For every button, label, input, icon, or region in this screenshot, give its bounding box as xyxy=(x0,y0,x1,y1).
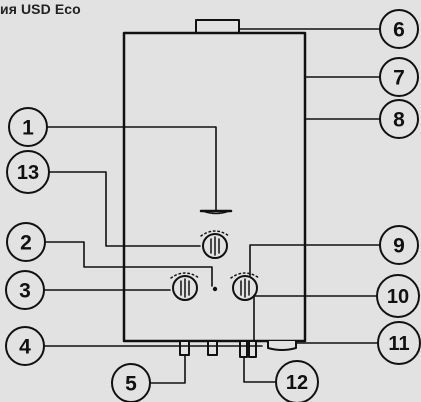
leader-13 xyxy=(48,171,201,247)
callout-9-label: 9 xyxy=(393,235,405,258)
callout-1-label: 1 xyxy=(22,117,34,140)
leader-10 xyxy=(253,295,381,342)
callout-4-circle xyxy=(5,326,45,366)
leader-12 xyxy=(243,356,279,383)
callout-11-circle xyxy=(377,321,421,365)
leader-1 xyxy=(46,126,217,212)
callout-12-circle xyxy=(275,360,319,402)
leader-2 xyxy=(44,241,213,287)
callout-6-circle xyxy=(379,9,419,49)
callout-4-label: 4 xyxy=(19,336,31,359)
callout-10-label: 10 xyxy=(387,286,409,308)
callout-11-label: 11 xyxy=(388,333,409,355)
callout-circles xyxy=(5,9,421,402)
callout-8-circle xyxy=(379,99,419,139)
callout-13-circle xyxy=(6,150,50,194)
callout-2-circle xyxy=(6,222,46,262)
callout-1-circle xyxy=(8,107,48,147)
callout-7-label: 7 xyxy=(393,67,405,90)
knob-13 xyxy=(200,230,230,259)
leader-lines xyxy=(43,28,381,384)
callout-8-label: 8 xyxy=(393,109,405,132)
heater-body xyxy=(122,31,307,343)
callout-7-circle xyxy=(379,57,419,97)
callout-10-circle xyxy=(376,274,420,318)
callout-3-circle xyxy=(5,270,45,310)
callout-13-label: 13 xyxy=(17,162,39,184)
callout-5-circle xyxy=(111,363,151,402)
callout-12-label: 12 xyxy=(286,372,308,394)
callout-6-label: 6 xyxy=(393,19,405,42)
callout-3-label: 3 xyxy=(19,280,31,303)
callout-2-label: 2 xyxy=(20,232,32,255)
diagram-title: ия USD Eco xyxy=(0,1,81,17)
callout-5-label: 5 xyxy=(125,373,137,396)
leader-9 xyxy=(249,244,381,277)
callout-9-circle xyxy=(379,225,419,265)
leader-5 xyxy=(149,354,186,384)
knob-9 xyxy=(230,272,260,301)
indicator-dot xyxy=(212,286,218,292)
knob-3 xyxy=(170,272,200,301)
bottom-fittings xyxy=(179,340,297,358)
